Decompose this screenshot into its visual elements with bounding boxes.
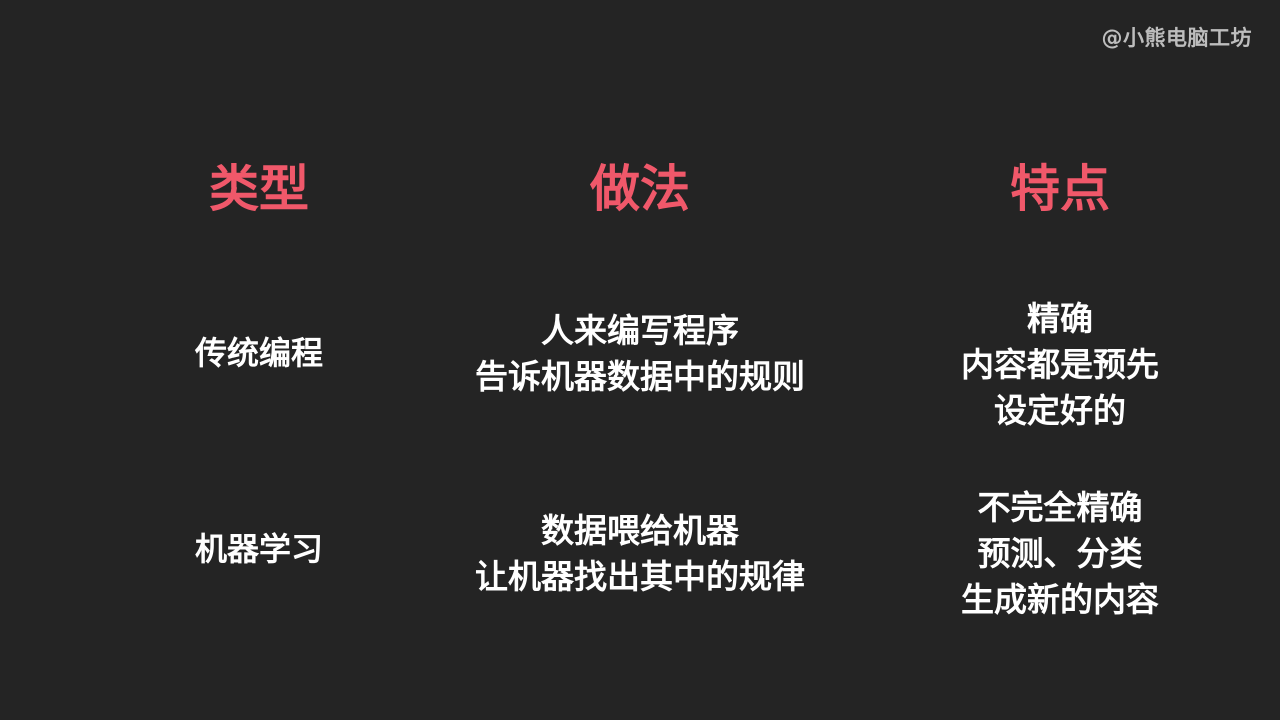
row-2-method-line-2: 让机器找出其中的规律 (475, 557, 805, 596)
row-1-feature-line-3: 设定好的 (994, 391, 1126, 430)
row-2-feature-line-1: 不完全精确 (977, 488, 1143, 527)
row-2-feature-line-2: 预测、分类 (977, 534, 1143, 573)
row-2-feature: 不完全精确 预测、分类 生成新的内容 (920, 485, 1200, 623)
header-type: 类型 (209, 160, 309, 218)
row-1-type: 传统编程 (194, 334, 323, 372)
row-2-feature-line-3: 生成新的内容 (961, 580, 1159, 619)
row-1-feature-line-2: 内容都是预先 (961, 345, 1159, 384)
row-2-type: 机器学习 (194, 530, 323, 568)
row-1-method: 人来编写程序 告诉机器数据中的规则 (430, 308, 850, 400)
header-method: 做法 (590, 160, 690, 218)
row-2-method: 数据喂给机器 让机器找出其中的规律 (430, 508, 850, 600)
row-1-method-line-1: 人来编写程序 (541, 311, 739, 350)
header-feature: 特点 (1010, 160, 1110, 218)
row-1-feature: 精确 内容都是预先 设定好的 (920, 296, 1200, 434)
row-1-method-line-2: 告诉机器数据中的规则 (475, 357, 805, 396)
watermark-text: @小熊电脑工坊 (1101, 26, 1252, 50)
row-1-feature-line-1: 精确 (1027, 299, 1093, 338)
row-2-method-line-1: 数据喂给机器 (541, 511, 739, 550)
